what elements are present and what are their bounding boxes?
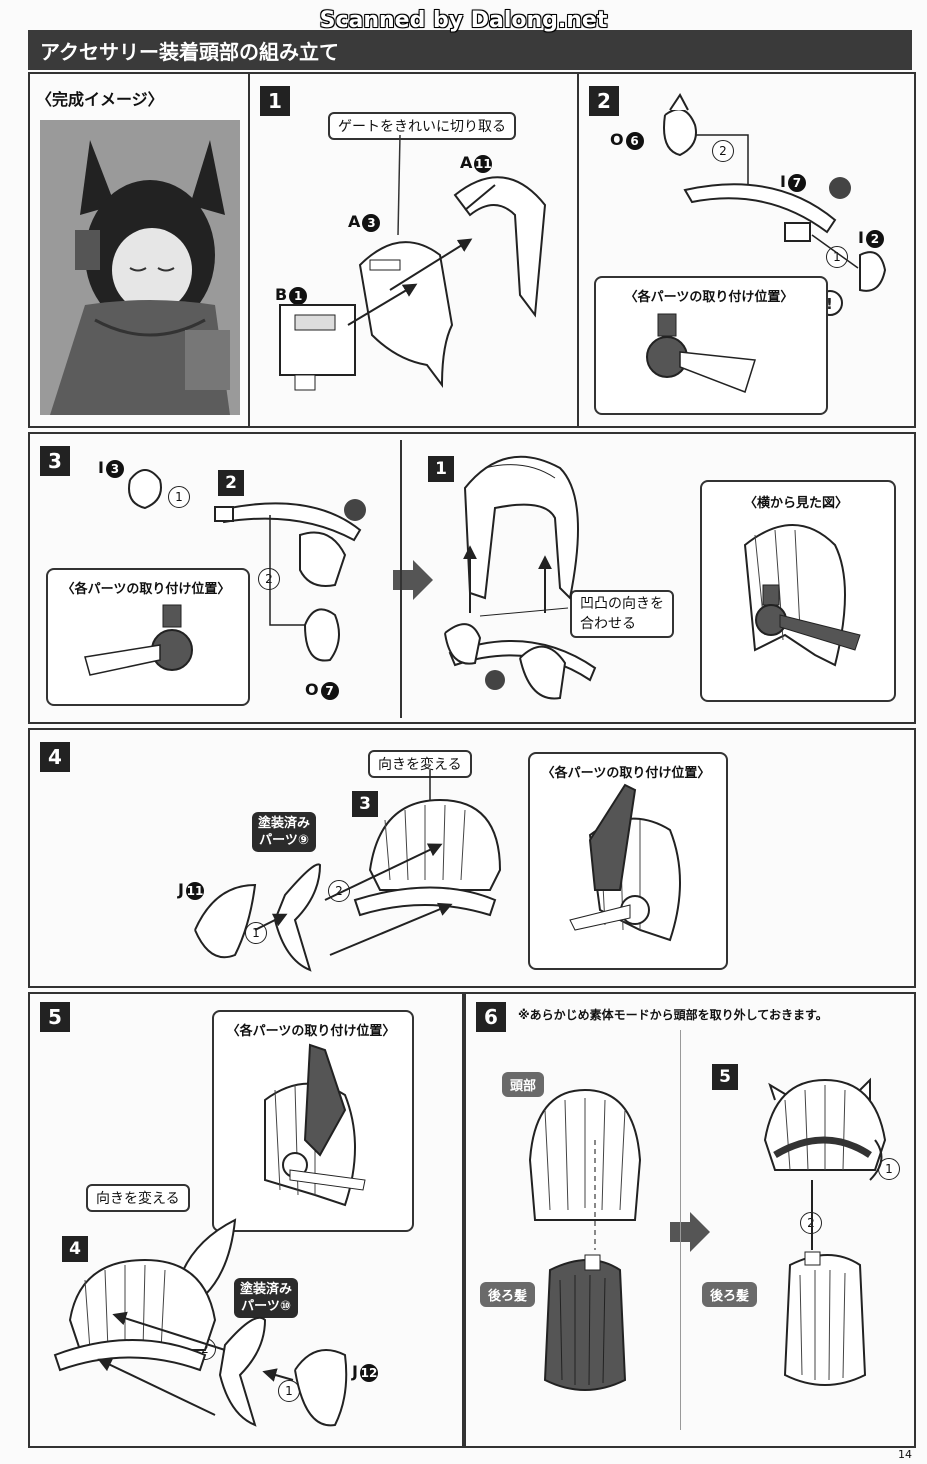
page-number: 14	[898, 1448, 912, 1461]
order-1-step3: 1	[168, 486, 190, 508]
substep-number-5: 5	[712, 1064, 738, 1090]
substep-number-2: 2	[218, 470, 244, 496]
step6-note: ※あらかじめ素体モードから頭部を取り外しておきます。	[518, 1008, 828, 1022]
step5-position-title: 〈各パーツの取り付け位置〉	[226, 1024, 396, 1039]
head-badge: 頭部	[502, 1072, 545, 1097]
part-number: 6	[625, 131, 644, 150]
substep-number-4: 4	[62, 1236, 88, 1262]
step2-illustration: !	[663, 93, 887, 316]
part-number: 11	[474, 154, 493, 173]
step6-right-illustration	[763, 1077, 887, 1386]
step4-position-illustration	[569, 783, 681, 942]
substep-number-3: 3	[352, 791, 378, 817]
order-2-step3: 2	[258, 568, 280, 590]
back-hair-badge-right: 後ろ髪	[702, 1282, 758, 1307]
part-letter: I	[858, 228, 864, 247]
callout-align: 凹凸の向きを 合わせる	[570, 590, 674, 638]
step-number-5: 5	[40, 1002, 70, 1032]
part-letter: J	[178, 880, 184, 899]
callout-turn-step4: 向きを変える	[368, 750, 472, 778]
painted-parts-10-badge: 塗装済み パーツ⑩	[234, 1278, 299, 1318]
preview-label: 〈完成イメージ〉	[36, 90, 164, 109]
step2-position-illustration	[646, 313, 756, 393]
part-number: 1	[289, 286, 308, 305]
part-number: 11	[185, 881, 204, 900]
part-letter: A	[348, 212, 361, 231]
step6-divider	[680, 1030, 681, 1430]
step-number-1: 1	[260, 86, 290, 116]
part-letter: B	[275, 285, 288, 304]
svg-text:!: !	[826, 295, 833, 313]
part-letter: A	[460, 153, 473, 172]
step3-side-box	[700, 480, 896, 702]
step1-illustration	[279, 134, 547, 391]
order-1-step2: 1	[826, 246, 848, 268]
step5-illustration	[53, 1218, 348, 1427]
part-letter: J	[352, 1362, 358, 1381]
step2-position-title: 〈各パーツの取り付け位置〉	[624, 290, 794, 305]
step-number-2: 2	[589, 86, 619, 116]
part-letter: O	[305, 680, 319, 699]
step-number-3: 3	[40, 446, 70, 476]
watermark: Scanned by Dalong.net	[319, 8, 608, 33]
step2-position-box	[594, 276, 828, 415]
step3-divider	[400, 440, 402, 718]
callout-gate: ゲートをきれいに切り取る	[328, 112, 516, 140]
painted-parts-9-badge: 塗装済み パーツ⑨	[252, 812, 317, 852]
step3-arrow-icon	[393, 560, 433, 600]
part-number: 7	[320, 681, 339, 700]
part-number: 7	[787, 173, 806, 192]
part-number: 2	[865, 229, 884, 248]
part-letter: I	[780, 172, 786, 191]
step4-illustration	[194, 770, 502, 972]
preview-figure-illustration	[40, 120, 240, 415]
substep-number-1: 1	[428, 456, 454, 482]
part-letter: I	[98, 458, 104, 477]
step3-left-illustration	[128, 469, 366, 662]
part-letter: O	[610, 130, 624, 149]
step3-position-illustration	[84, 604, 193, 676]
step3-side-title: 〈横から見た図〉	[743, 496, 848, 511]
step-number-4: 4	[40, 742, 70, 772]
step6-arrow-icon	[670, 1212, 710, 1252]
step6-left-illustration	[528, 1088, 642, 1391]
step4-position-title: 〈各パーツの取り付け位置〉	[541, 766, 711, 781]
back-hair-badge-left: 後ろ髪	[480, 1282, 536, 1307]
step3-right-illustration	[444, 455, 597, 700]
step3-side-illustration	[743, 524, 861, 667]
part-number: 3	[362, 213, 381, 232]
order-2-step2: 2	[712, 140, 734, 162]
step-number-6: 6	[476, 1002, 506, 1032]
step3-position-box	[46, 568, 250, 706]
part-number: 3	[105, 459, 124, 478]
section-title: アクセサリー装着頭部の組み立て	[40, 40, 339, 64]
step3-position-title: 〈各パーツの取り付け位置〉	[61, 582, 231, 597]
section-title-bar	[28, 30, 912, 70]
step5-position-illustration	[264, 1043, 366, 1207]
part-number: 12	[359, 1363, 378, 1382]
callout-turn-step5: 向きを変える	[86, 1184, 190, 1212]
